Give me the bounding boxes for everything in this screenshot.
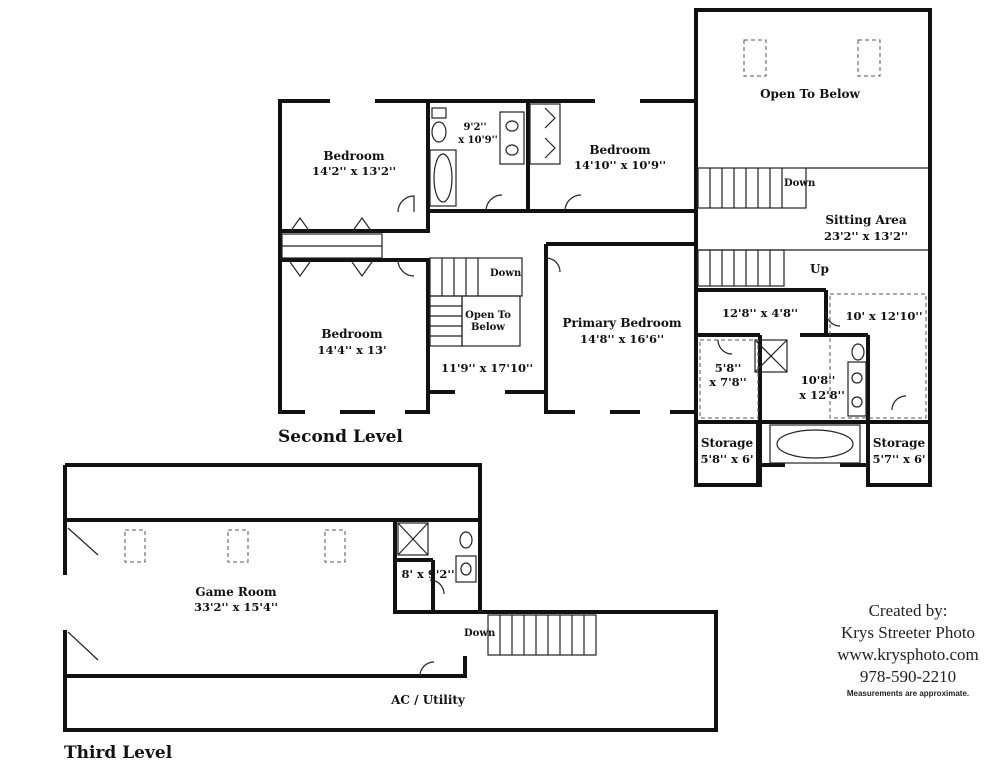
primary-hall-dim: 12'8'' x 4'8''	[722, 306, 798, 320]
landing-dim: 11'9'' x 17'10''	[441, 361, 533, 375]
svg-text:Primary Bedroom: Primary Bedroom	[562, 316, 681, 330]
svg-text:Sitting Area: Sitting Area	[825, 213, 906, 227]
svg-text:23'2'' x 13'2'': 23'2'' x 13'2''	[824, 229, 908, 243]
stair-down-label-top: Down	[784, 178, 816, 189]
svg-text:5'7'' x 6': 5'7'' x 6'	[873, 452, 926, 466]
credit-created-by: Created by:	[868, 601, 948, 620]
svg-text:10'8'': 10'8''	[801, 373, 836, 387]
svg-text:5'8'': 5'8''	[715, 361, 742, 375]
room-open-to-below-top: Open To Below	[760, 87, 860, 101]
room-primary-bedroom: Primary Bedroom 14'8'' x 16'6''	[562, 316, 681, 346]
svg-text:Bedroom: Bedroom	[589, 143, 650, 157]
third-level-title: Third Level	[64, 743, 173, 763]
svg-text:x 12'8'': x 12'8''	[799, 388, 844, 402]
second-level-fixtures	[281, 39, 930, 464]
room-primary-bath: 10'8'' x 12'8''	[799, 373, 844, 402]
credit-note: Measurements are approximate.	[846, 689, 970, 698]
room-ac-utility: AC / Utility	[390, 693, 466, 707]
svg-text:Storage: Storage	[701, 436, 754, 450]
room-game-room: Game Room 33'2'' x 15'4''	[194, 585, 278, 614]
stair-open-to-below: Open To Below	[465, 310, 511, 333]
svg-text:14'2'' x 13'2'': 14'2'' x 13'2''	[312, 164, 396, 178]
stair-down-label-third: Down	[464, 628, 496, 639]
room-storage-left: Storage 5'8'' x 6'	[701, 436, 754, 466]
credit-website: www.krysphoto.com	[837, 645, 979, 664]
second-level-walls	[278, 8, 932, 487]
third-level-walls	[63, 463, 718, 732]
room-bedroom-nw: Bedroom 14'2'' x 13'2''	[312, 149, 396, 178]
svg-text:x 7'8'': x 7'8''	[709, 375, 746, 389]
svg-text:Storage: Storage	[873, 436, 926, 450]
room-bedroom-n: Bedroom 14'10'' x 10'9''	[574, 143, 666, 172]
primary-closet-dim: 10' x 12'10''	[846, 309, 923, 323]
room-bedroom-sw: Bedroom 14'4'' x 13'	[318, 327, 387, 357]
svg-text:33'2'' x 15'4'': 33'2'' x 15'4''	[194, 600, 278, 614]
room-small-closet: 5'8'' x 7'8''	[709, 361, 746, 389]
stair-up-label: Up	[810, 262, 829, 276]
svg-text:Game Room: Game Room	[195, 585, 277, 599]
room-storage-right: Storage 5'7'' x 6'	[873, 436, 926, 466]
credit-phone: 978-590-2210	[859, 667, 957, 686]
credit-block: Created by: Krys Streeter Photo www.krys…	[820, 600, 996, 700]
svg-text:Bedroom: Bedroom	[323, 149, 384, 163]
svg-text:Bedroom: Bedroom	[321, 327, 382, 341]
svg-text:x 10'9'': x 10'9''	[458, 135, 498, 146]
svg-text:14'4'' x 13': 14'4'' x 13'	[318, 343, 387, 357]
second-level-title: Second Level	[278, 427, 403, 447]
room-sitting-area: Sitting Area 23'2'' x 13'2''	[824, 213, 908, 243]
stair-down-label-center: Down	[490, 268, 522, 279]
svg-text:9'2'': 9'2''	[463, 122, 486, 133]
room-hall-bath: 9'2'' x 10'9''	[458, 122, 498, 146]
svg-text:5'8'' x 6': 5'8'' x 6'	[701, 452, 754, 466]
svg-text:14'8'' x 16'6'': 14'8'' x 16'6''	[580, 332, 664, 346]
stair-treads-top	[709, 168, 783, 208]
credit-company: Krys Streeter Photo	[840, 623, 976, 642]
svg-text:Open To Below: Open To Below	[760, 87, 860, 101]
svg-text:14'10'' x 10'9'': 14'10'' x 10'9''	[574, 158, 666, 172]
svg-text:Below: Below	[471, 322, 505, 333]
svg-text:Open To: Open To	[465, 310, 511, 321]
third-bath-dim: 8' x 9'2''	[402, 567, 455, 581]
